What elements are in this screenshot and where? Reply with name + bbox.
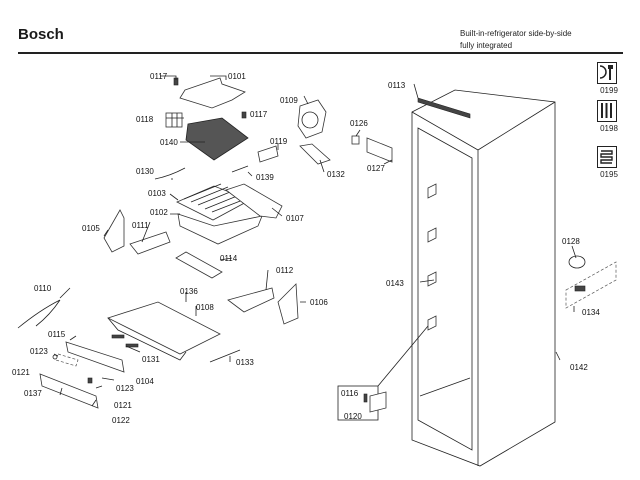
part-0114-rail[interactable]: [175, 251, 223, 279]
part-label-0134[interactable]: 0134: [582, 308, 600, 317]
side-icon-code: 0198: [600, 124, 618, 133]
part-label-0121[interactable]: 0121: [12, 368, 30, 377]
part-label-0104[interactable]: 0104: [136, 377, 154, 386]
part-0113-control-strip[interactable]: [417, 97, 471, 119]
wrench-tools-icon[interactable]: [597, 62, 617, 84]
part-label-0117[interactable]: 0117: [150, 72, 168, 81]
part-label-0139[interactable]: 0139: [256, 173, 274, 182]
part-label-0102[interactable]: 0102: [150, 208, 168, 217]
part-label-0109[interactable]: 0109: [280, 96, 298, 105]
leader-lines: [53, 75, 577, 407]
part-0121-button-set[interactable]: [55, 353, 79, 367]
part-0136-bottom-plate[interactable]: [106, 301, 221, 361]
part-0119-bracket[interactable]: [257, 145, 279, 163]
part-label-0122[interactable]: 0122: [112, 416, 130, 425]
part-0137-fascia[interactable]: [39, 373, 99, 409]
part-label-0123[interactable]: 0123: [30, 347, 48, 356]
part-label-0128[interactable]: 0128: [562, 237, 580, 246]
part-label-0130[interactable]: 0130: [136, 167, 154, 176]
part-0130-sensor-wire[interactable]: [154, 167, 186, 180]
part-0132-cover[interactable]: [299, 143, 331, 165]
part-label-0117[interactable]: 0117: [250, 110, 268, 119]
part-label-0113[interactable]: 0113: [388, 81, 406, 90]
part-label-0111[interactable]: 0111: [132, 221, 149, 230]
part-label-0121[interactable]: 0121: [114, 401, 132, 410]
part-label-0142[interactable]: 0142: [570, 363, 588, 372]
part-0126-switch[interactable]: [351, 135, 360, 145]
part-label-0120[interactable]: 0120: [344, 412, 362, 421]
part-label-0105[interactable]: 0105: [82, 224, 100, 233]
part-label-0133[interactable]: 0133: [236, 358, 254, 367]
header-divider: [18, 52, 623, 54]
part-0127-strip[interactable]: [366, 137, 393, 163]
part-0131-connector[interactable]: [111, 334, 139, 348]
part-0128-ring[interactable]: [568, 255, 586, 269]
part-label-0136[interactable]: 0136: [180, 287, 198, 296]
part-label-0131[interactable]: 0131: [142, 355, 160, 364]
part-0120-holder[interactable]: [369, 391, 387, 413]
side-icon-code: 0195: [600, 170, 618, 179]
brand-title: Bosch: [18, 26, 64, 43]
part-label-0123[interactable]: 0123: [116, 384, 134, 393]
side-icon-code: 0199: [600, 86, 618, 95]
part-0111-bracket[interactable]: [129, 231, 171, 255]
part-label-0140[interactable]: 0140: [160, 138, 178, 147]
part-0118-holder[interactable]: [165, 112, 183, 128]
part-0143-door-bracket[interactable]: [427, 183, 437, 331]
part-label-0110[interactable]: 0110: [34, 284, 52, 293]
part-label-0114[interactable]: 0114: [220, 254, 238, 263]
detail-leader: [377, 325, 429, 387]
diagram-subtitle-line1: Built-in-refrigerator side-by-side: [460, 29, 572, 38]
part-0134-hinge-kit[interactable]: [565, 261, 617, 309]
part-label-0116[interactable]: 0116: [341, 389, 359, 398]
part-0142-cabinet[interactable]: [411, 89, 556, 467]
part-0117-clip-b[interactable]: [241, 111, 247, 119]
part-0105-hinge-bracket[interactable]: [103, 209, 125, 253]
part-label-0132[interactable]: 0132: [327, 170, 345, 179]
heating-coil-icon[interactable]: [597, 146, 617, 168]
screwdriver-set-icon[interactable]: [597, 100, 617, 122]
part-label-0115[interactable]: 0115: [48, 330, 66, 339]
part-0102-tray[interactable]: [177, 213, 263, 245]
part-0122-switch[interactable]: [87, 377, 93, 384]
part-label-0143[interactable]: 0143: [386, 279, 404, 288]
part-0104-control-panel[interactable]: [65, 341, 125, 373]
part-label-0126[interactable]: 0126: [350, 119, 368, 128]
part-0101-cover[interactable]: [179, 77, 246, 109]
part-0106-hinge[interactable]: [277, 283, 299, 325]
diagram-subtitle-line2: fully integrated: [460, 41, 513, 50]
part-label-0137[interactable]: 0137: [24, 389, 42, 398]
part-0116-clip[interactable]: [363, 393, 368, 403]
part-label-0112[interactable]: 0112: [276, 266, 294, 275]
part-label-0118[interactable]: 0118: [136, 115, 154, 124]
part-0112-bracket[interactable]: [227, 287, 275, 313]
part-0139-sensor[interactable]: [231, 165, 249, 173]
part-0140-evaporator[interactable]: [185, 117, 249, 161]
part-label-0101[interactable]: 0101: [228, 72, 246, 81]
part-label-0127[interactable]: 0127: [367, 164, 385, 173]
part-0107-duct[interactable]: [225, 183, 283, 219]
part-label-0107[interactable]: 0107: [286, 214, 304, 223]
part-label-0103[interactable]: 0103: [148, 189, 166, 198]
part-label-0119[interactable]: 0119: [270, 137, 288, 146]
part-label-0106[interactable]: 0106: [310, 298, 328, 307]
part-0133-sensor-wire[interactable]: [209, 349, 241, 363]
part-0110-cable[interactable]: [17, 299, 61, 329]
part-0109-fan[interactable]: [297, 99, 327, 139]
part-label-0108[interactable]: 0108: [196, 303, 214, 312]
